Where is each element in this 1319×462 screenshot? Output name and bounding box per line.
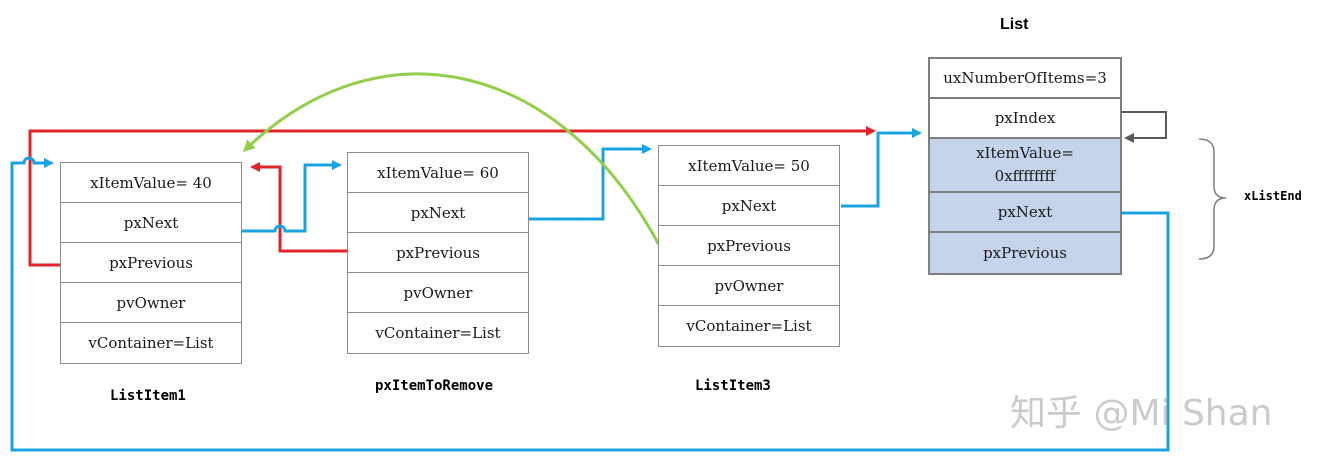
- item-field: vContainer=List: [88, 334, 214, 352]
- item-field: pvOwner: [61, 283, 241, 323]
- remove-next-arrow: [529, 144, 652, 221]
- item-field: vContainer=List: [686, 317, 812, 335]
- list-field: uxNumberOfItems=3: [930, 59, 1120, 99]
- item-field: vContainer=List: [375, 324, 501, 342]
- item-field: pxPrevious: [61, 243, 241, 283]
- xlistend-label: xListEnd: [1244, 189, 1302, 203]
- list-end-field: 0xffffffff: [994, 167, 1056, 185]
- item-caption: ListItem3: [695, 378, 771, 394]
- removal-arrow: [242, 72, 661, 246]
- item-field: xItemValue= 60: [348, 153, 528, 193]
- list-end-field: pxPrevious: [930, 233, 1120, 273]
- list-item-node: xItemValue= 50 pxNext pxPrevious pvOwner…: [658, 145, 840, 347]
- item-field: pvOwner: [659, 266, 839, 306]
- xlistend-brace: [1198, 138, 1227, 260]
- item-field: pvOwner: [348, 273, 528, 313]
- item3-next-arrow: [841, 128, 922, 208]
- list-title: List: [1000, 16, 1029, 33]
- list-end-item-value: xItemValue= 0xffffffff: [930, 139, 1120, 193]
- item-field: pxNext: [348, 193, 528, 233]
- item-field: pxNext: [659, 186, 839, 226]
- item-caption: ListItem1: [110, 388, 186, 404]
- item1-next-arrow: [242, 160, 342, 233]
- item-field: pxPrevious: [348, 233, 528, 273]
- index-loop-arrow: [1121, 111, 1167, 143]
- list-node: uxNumberOfItems=3 pxIndex xItemValue= 0x…: [928, 57, 1122, 275]
- watermark: 知乎 @Mi Shan: [1010, 393, 1273, 434]
- item-field: pxNext: [61, 203, 241, 243]
- list-end-field: pxNext: [930, 193, 1120, 233]
- item-field: xItemValue= 50: [659, 146, 839, 186]
- end-next-arrow: [10, 156, 1170, 452]
- item-caption: pxItemToRemove: [375, 378, 494, 394]
- list-item-node: xItemValue= 60 pxNext pxPrevious pvOwner…: [347, 152, 529, 354]
- list-end-field: xItemValue=: [976, 144, 1074, 162]
- remove-previous-arrow: [250, 162, 347, 253]
- item1-previous-arrow: [28, 126, 876, 267]
- list-field: pxIndex: [930, 99, 1120, 139]
- item-field: xItemValue= 40: [61, 163, 241, 203]
- item-field: pxPrevious: [659, 226, 839, 266]
- list-item-node: xItemValue= 40 pxNext pxPrevious pvOwner…: [60, 162, 242, 364]
